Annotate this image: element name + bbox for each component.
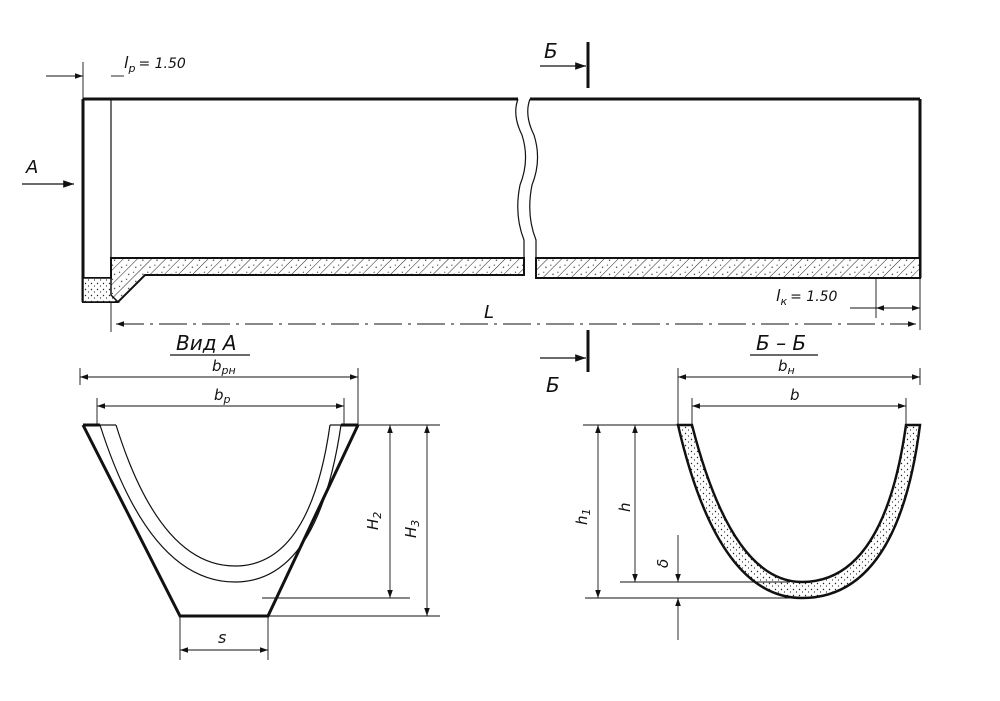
delta-label: δ	[654, 559, 672, 568]
break-line-right	[527, 98, 539, 275]
socket-section	[82, 277, 120, 303]
s-label: s	[218, 628, 226, 647]
section-mark-top: Б	[540, 39, 590, 88]
view-a: Вид А bpн bp H2 H3 s	[79, 331, 440, 660]
length-dimension: L	[110, 302, 916, 332]
view-a-arrow: А	[22, 157, 74, 188]
channel-shell-section	[676, 423, 922, 600]
b-p-label: bp	[214, 386, 231, 406]
lp-dimension: lp= 1.50	[46, 53, 186, 99]
section-bottom-label: Б	[546, 373, 560, 397]
h3-label: H3	[402, 520, 422, 538]
b-n-label: bн	[778, 357, 795, 377]
section-b-b: Б – Б bн b h1 h δ	[573, 331, 922, 640]
section-mark-bottom: Б	[540, 330, 590, 397]
lk-label: lк= 1.50	[776, 286, 838, 308]
longitudinal-view	[81, 97, 922, 303]
b-pn-label: bpн	[212, 357, 236, 377]
lp-label: lp= 1.50	[124, 53, 186, 75]
length-label: L	[484, 302, 494, 323]
section-title: Б – Б	[756, 331, 806, 355]
channel-outer-contour	[99, 424, 342, 583]
bottom-wall-right	[535, 257, 921, 279]
bottom-wall-left	[82, 257, 525, 303]
lk-dimension: lк= 1.50	[776, 278, 921, 330]
b-label: b	[790, 386, 800, 404]
socket-outer-profile	[81, 424, 360, 618]
h2-label: H2	[364, 512, 384, 530]
break-line-left	[515, 98, 527, 275]
view-a-arrow-label: А	[25, 157, 38, 178]
channel-inner-contour	[115, 424, 331, 567]
h-label: h	[616, 502, 634, 512]
view-a-title: Вид А	[176, 331, 237, 355]
section-top-label: Б	[544, 39, 558, 63]
h1-label: h1	[573, 508, 593, 525]
